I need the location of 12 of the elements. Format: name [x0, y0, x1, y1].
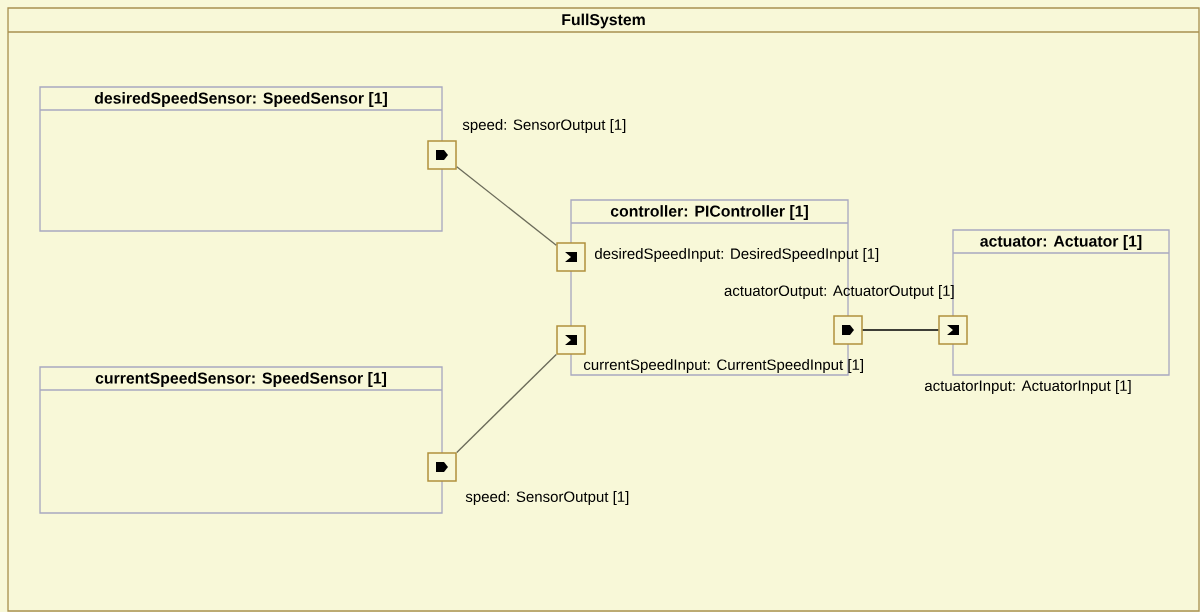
connector [456, 353, 557, 454]
port: desiredSpeedInput: DesiredSpeedInput [1] [556, 242, 879, 272]
part-box: currentSpeedSensor: SpeedSensor [1] [39, 366, 443, 514]
connector [862, 329, 939, 331]
part-box: desiredSpeedSensor: SpeedSensor [1] [39, 86, 443, 232]
node-label: actuatorInput: ActuatorInput [1] [924, 380, 1131, 394]
node-label: desiredSpeedInput: DesiredSpeedInput [1] [594, 248, 879, 262]
node-label: currentSpeedInput: CurrentSpeedInput [1] [583, 359, 863, 373]
node-label: actuatorOutput: ActuatorOutput [1] [724, 285, 954, 299]
connector [456, 166, 557, 246]
node-label: speed: SensorOutput [1] [462, 119, 626, 133]
node-label: speed: SensorOutput [1] [465, 491, 629, 505]
